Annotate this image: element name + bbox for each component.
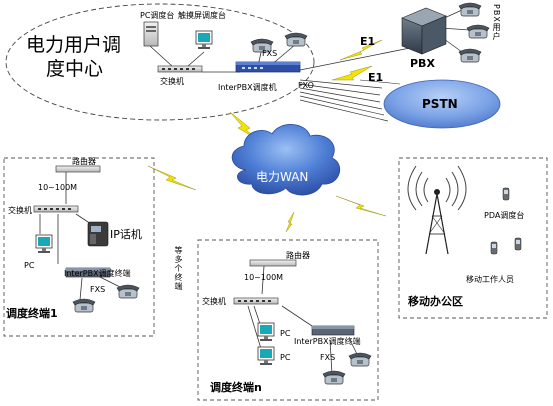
e1-top-label: E1 — [360, 35, 376, 48]
t1-router — [55, 165, 101, 173]
pstn-label: PSTN — [422, 97, 458, 111]
tn-router — [249, 259, 297, 267]
pc-console-tower — [143, 21, 159, 47]
tn-switch — [233, 297, 279, 305]
pbx-phone-1 — [458, 2, 482, 17]
e1-line — [359, 79, 401, 85]
t1-fxs-phone-1 — [72, 298, 96, 313]
radio-tower — [407, 165, 467, 255]
pda-phone — [502, 187, 510, 201]
fxo-label: FXO — [298, 81, 314, 90]
pda-label: PDA调度台 — [484, 211, 525, 220]
tn-pc-1 — [257, 322, 275, 342]
tn-interpbx-terminal — [311, 325, 355, 336]
tn-switch-label: 交换机 — [202, 297, 226, 306]
pc-console-label: PC调度台 — [140, 11, 175, 20]
t1-router-label: 路由器 — [72, 157, 96, 166]
staff-label: 移动工作人员 — [466, 275, 514, 284]
t1-ip-phone-label: IP话机 — [110, 228, 142, 241]
center-switch-label: 交换机 — [160, 77, 184, 86]
center-title-line2: 度中心 — [46, 58, 104, 80]
mobile-office-title: 移动办公区 — [408, 295, 463, 308]
tn-fxs-phone-1 — [322, 370, 346, 385]
t1-pc — [35, 234, 53, 254]
tn-pc1-label: PC — [280, 329, 291, 338]
tn-router-label: 路由器 — [286, 251, 310, 260]
tn-fxs-label: FXS — [320, 353, 336, 362]
t1-switch — [33, 205, 79, 213]
t1-interpbx-label: InterPBX调度终端 — [64, 269, 131, 278]
center-fxs-label: FXS — [262, 49, 278, 58]
pbx-phone-3 — [458, 48, 482, 63]
t1-pc-label: PC — [24, 261, 35, 270]
pstn-cloud — [383, 79, 501, 129]
wan-cloud — [231, 124, 341, 196]
more-terminals-label: 等多个终端 — [174, 246, 183, 291]
pbx-device — [401, 7, 447, 55]
t1-ip-phone — [87, 221, 109, 247]
mobile-phone-1 — [490, 241, 498, 255]
mobile-office-boundary — [398, 157, 548, 319]
t1-fxs-phone-2 — [116, 284, 140, 299]
tn-title: 调度终端n — [210, 381, 262, 394]
tn-bandwidth-label: 10~100M — [244, 273, 284, 282]
terminaln-connections — [247, 265, 359, 375]
pbx-label: PBX — [410, 57, 435, 70]
touch-console-label: 触摸屏调度台 — [178, 11, 226, 20]
touch-console-monitor — [195, 30, 213, 50]
tn-pc-2 — [257, 346, 275, 366]
dispatch-center-boundary — [5, 3, 315, 121]
e1-bottom-label: E1 — [368, 71, 384, 84]
t1-bandwidth-label: 10~100M — [38, 183, 78, 192]
terminaln-boundary — [197, 239, 379, 401]
wan-label: 电力WAN — [256, 170, 309, 184]
center-fxs-phone-2 — [284, 32, 308, 47]
tn-fxs-phone-2 — [348, 352, 372, 367]
interpbx-dispatcher — [235, 61, 301, 73]
center-title-line1: 电力用户调 — [26, 34, 122, 56]
t1-fxs-label: FXS — [90, 285, 106, 294]
fxo-lines — [299, 79, 389, 122]
tn-interpbx-label: InterPBX调度终端 — [294, 337, 361, 346]
pbx-phone-2 — [466, 24, 490, 39]
pbx-users-label: PBX用户 — [492, 4, 501, 41]
mobile-phone-2 — [514, 237, 522, 251]
wireless-links — [147, 39, 387, 233]
t1-title: 调度终端1 — [6, 307, 58, 320]
t1-interpbx-terminal — [65, 267, 111, 278]
terminal1-boundary — [3, 157, 155, 337]
interpbx-label: InterPBX调度机 — [218, 83, 277, 92]
tn-pc2-label: PC — [280, 353, 291, 362]
t1-switch-label: 交换机 — [8, 206, 32, 215]
center-switch — [157, 65, 203, 73]
